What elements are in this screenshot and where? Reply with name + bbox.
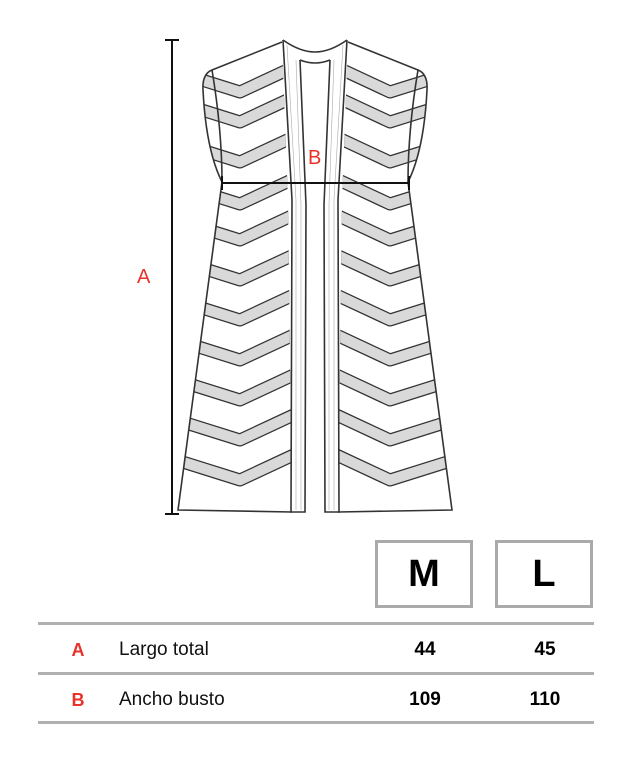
zigzag-band — [338, 247, 452, 286]
dimension-a-label: A — [137, 266, 151, 288]
zigzag-band — [338, 59, 452, 98]
row-label: Largo total — [119, 639, 209, 660]
dimension-b-label: B — [308, 147, 322, 169]
zigzag-band — [178, 207, 292, 246]
zigzag-band — [338, 287, 452, 326]
value-m: 109 — [409, 689, 441, 710]
value-m: 44 — [414, 639, 436, 660]
zigzag-band — [338, 171, 452, 210]
value-l: 45 — [534, 639, 556, 660]
zigzag-band — [338, 327, 452, 366]
size-header-l: L — [495, 540, 593, 608]
zigzag-band — [178, 129, 292, 168]
zigzag-band — [178, 59, 292, 98]
row-key: B — [71, 690, 85, 710]
zigzag-band — [178, 171, 292, 210]
zigzag-band — [338, 89, 452, 128]
table-divider — [38, 622, 594, 625]
zigzag-band — [178, 89, 292, 128]
table-row: B Ancho busto 109 110 — [0, 686, 630, 716]
row-label: Ancho busto — [119, 689, 225, 710]
zigzag-band — [338, 207, 452, 246]
right-panel-pattern — [338, 58, 452, 487]
zigzag-band — [178, 327, 292, 366]
value-l: 110 — [529, 689, 561, 710]
zigzag-band — [338, 447, 452, 486]
left-panel-pattern — [178, 58, 292, 487]
row-key: A — [71, 640, 85, 660]
zigzag-band — [178, 287, 292, 326]
vest-outline — [177, 39, 453, 513]
zigzag-band — [338, 367, 452, 406]
table-divider — [38, 721, 594, 724]
zigzag-band — [178, 367, 292, 406]
size-header-m: M — [375, 540, 473, 608]
vest-illustration — [165, 39, 453, 515]
table-row: A Largo total 44 45 — [0, 636, 630, 666]
table-divider — [38, 672, 594, 675]
dimension-a-line — [165, 39, 179, 515]
zigzag-band — [338, 129, 452, 168]
zigzag-band — [178, 247, 292, 286]
dimension-b-line — [221, 176, 410, 190]
zigzag-band — [338, 407, 452, 446]
zigzag-band — [178, 447, 292, 486]
zigzag-band — [178, 407, 292, 446]
